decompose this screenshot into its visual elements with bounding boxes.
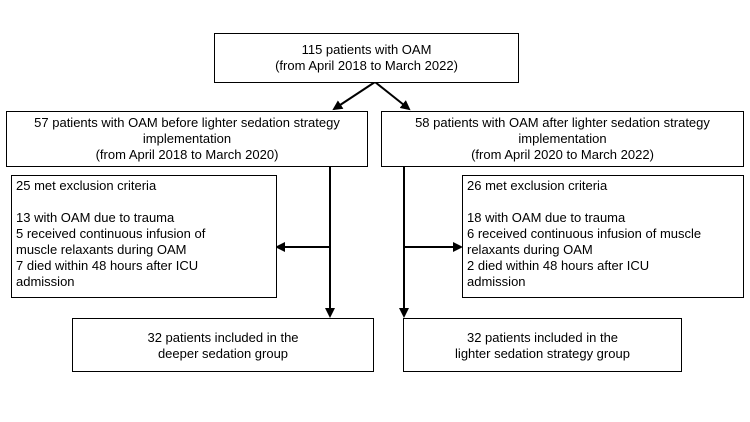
arrow-top-to-right — [374, 81, 411, 111]
arrow-top-to-left — [332, 81, 376, 111]
right-group-line-1: 58 patients with OAM after lighter sedat… — [415, 115, 710, 130]
top-box-line-2: (from April 2018 to March 2022) — [275, 58, 458, 73]
right-exclusion-item: relaxants during OAM — [467, 242, 593, 257]
left-exclusion-item: 7 died within 48 hours after ICU — [16, 258, 199, 273]
right-exclusion-item: 6 received continuous infusion of muscle — [467, 226, 702, 241]
left-exclusion-item: 5 received continuous infusion of — [16, 226, 206, 241]
left-exclusion-item: muscle relaxants during OAM — [16, 242, 187, 257]
left-group-box: 57 patients with OAM before lighter seda… — [6, 111, 368, 167]
left-final-line-2: deeper sedation group — [157, 346, 289, 361]
left-exclusion-item: admission — [16, 274, 75, 289]
left-final-line-1: 32 patients included in the — [147, 330, 299, 345]
right-exclusion-item: 2 died within 48 hours after ICU — [467, 258, 650, 273]
right-group-line-2: implementation — [518, 131, 607, 146]
right-final-box: 32 patients included in the lighter seda… — [403, 318, 682, 372]
left-exclusion-box: 25 met exclusion criteria 13 with OAM du… — [11, 175, 277, 298]
right-exclusion-box: 26 met exclusion criteria 18 with OAM du… — [462, 175, 744, 298]
left-exclusion-title: 25 met exclusion criteria — [16, 178, 157, 193]
left-group-line-2: implementation — [142, 131, 232, 146]
left-final-box: 32 patients included in the deeper sedat… — [72, 318, 374, 372]
right-final-line-1: 32 patients included in the — [466, 330, 619, 345]
right-exclusion-title: 26 met exclusion criteria — [467, 178, 608, 193]
right-exclusion-item: admission — [467, 274, 526, 289]
right-final-line-2: lighter sedation strategy group — [455, 346, 630, 361]
right-exclusion-item: 18 with OAM due to trauma — [467, 210, 626, 225]
top-box: 115 patients with OAM (from April 2018 t… — [214, 33, 519, 83]
right-group-box: 58 patients with OAM after lighter sedat… — [381, 111, 744, 167]
top-box-line-1: 115 patients with OAM — [301, 42, 432, 57]
left-group-line-3: (from April 2018 to March 2020) — [95, 147, 279, 162]
left-exclusion-item: 13 with OAM due to trauma — [16, 210, 175, 225]
right-group-line-3: (from April 2020 to March 2022) — [471, 147, 654, 162]
left-group-line-1: 57 patients with OAM before lighter seda… — [34, 115, 340, 130]
